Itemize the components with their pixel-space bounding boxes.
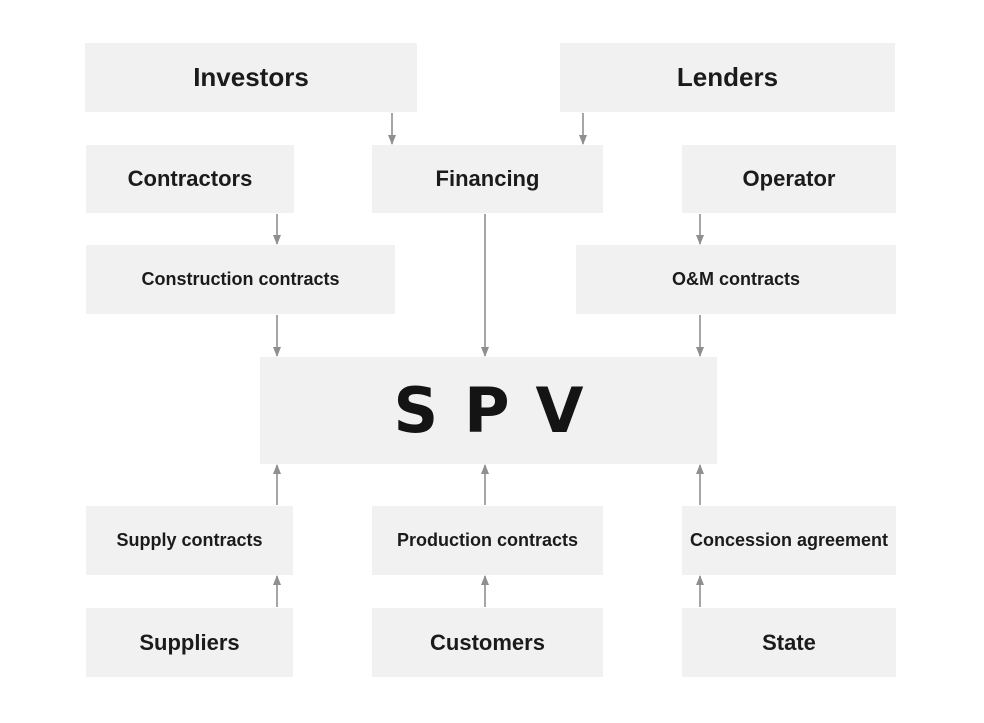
om-contracts-label: O&M contracts — [671, 269, 801, 289]
production-contracts-box: Production contracts — [372, 506, 603, 575]
construction-contracts-box: Construction contracts — [86, 245, 395, 314]
state-box: State — [682, 608, 896, 677]
lenders-label: Lenders — [676, 62, 779, 92]
customers-label: Customers — [430, 629, 545, 655]
operator-box: Operator — [682, 145, 896, 213]
suppliers-label: Suppliers — [139, 629, 240, 655]
supply-contracts-box: Supply contracts — [86, 506, 293, 575]
supply-contracts-label: Supply contracts — [116, 530, 263, 550]
suppliers-box: Suppliers — [86, 608, 293, 677]
financing-box: Financing — [372, 145, 603, 213]
state-label: State — [762, 629, 816, 655]
spv-box: SPV — [260, 357, 717, 464]
om-contracts-box: O&M contracts — [576, 245, 896, 314]
construction-contracts-label: Construction contracts — [141, 269, 340, 289]
customers-box: Customers — [372, 608, 603, 677]
lenders-box: Lenders — [560, 43, 895, 112]
concession-agreement-label: Concession agreement — [689, 530, 889, 550]
contractors-label: Contractors — [127, 166, 253, 191]
investors-label: Investors — [193, 62, 309, 92]
operator-label: Operator — [742, 166, 836, 191]
production-contracts-label: Production contracts — [396, 530, 579, 550]
concession-agreement-box: Concession agreement — [682, 506, 896, 575]
spv-label: SPV — [393, 374, 610, 447]
contractors-box: Contractors — [86, 145, 294, 213]
investors-box: Investors — [85, 43, 417, 112]
financing-label: Financing — [435, 166, 540, 191]
